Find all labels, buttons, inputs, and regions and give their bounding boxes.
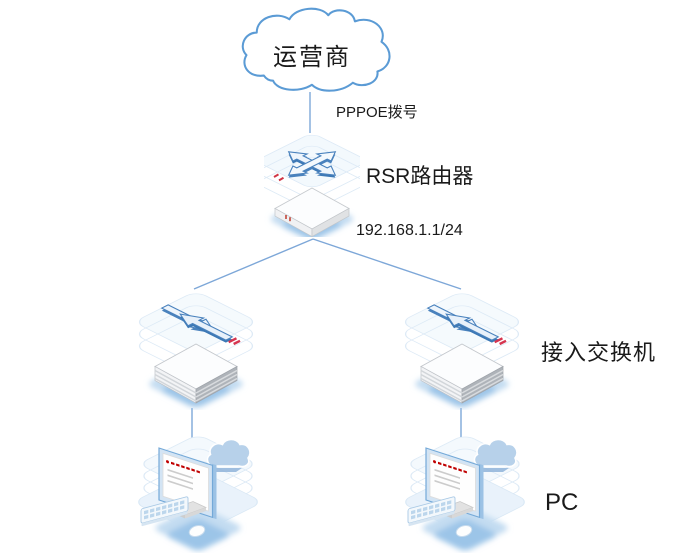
- pc-right-node: [401, 436, 529, 553]
- router-red-dashes: [273, 173, 285, 182]
- switch-arrows-icon: [157, 303, 244, 347]
- router-label: RSR路由器: [366, 165, 474, 188]
- pc-label: PC: [545, 489, 579, 516]
- router-ip-label: 192.168.1.1/24: [356, 222, 463, 239]
- pc-left-node: [134, 436, 262, 553]
- switch-icon: [404, 293, 520, 408]
- pppoe-link-label: PPPOE拨号: [336, 104, 418, 121]
- router-led-marks: [285, 215, 291, 222]
- switch-red-dashes: [495, 338, 507, 344]
- pc-monitor: [158, 447, 217, 520]
- router-cross-arrows-icon: [273, 148, 342, 182]
- link-router-switch-right: [312, 238, 462, 290]
- isp-cloud-label: 运营商: [273, 45, 351, 71]
- access-switch-label: 接入交换机: [541, 340, 657, 365]
- switch-left-node: [134, 286, 258, 415]
- switch-red-dashes: [229, 338, 241, 344]
- pc-mouse: [188, 524, 206, 538]
- switch-arrows-icon: [423, 303, 510, 347]
- switch-icon: [138, 293, 254, 408]
- router-chassis: [274, 187, 350, 238]
- pc-mouse: [455, 524, 473, 538]
- cloud-sync-icon: [473, 438, 518, 472]
- router-node: [259, 131, 365, 242]
- pc-monitor: [425, 447, 484, 520]
- pc-keyboard: [140, 496, 189, 527]
- isp-cloud-node: [238, 5, 392, 100]
- pc-icon: [405, 436, 525, 551]
- pc-icon: [138, 436, 258, 551]
- cloud-shape-icon: [241, 7, 391, 92]
- router-icon: [259, 134, 365, 240]
- switch-chassis: [420, 343, 504, 404]
- switch-chassis: [154, 343, 238, 404]
- switch-right-node: [400, 286, 524, 415]
- pc-keyboard: [407, 496, 456, 527]
- cloud-sync-icon: [206, 438, 251, 472]
- link-router-switch-left: [193, 238, 314, 290]
